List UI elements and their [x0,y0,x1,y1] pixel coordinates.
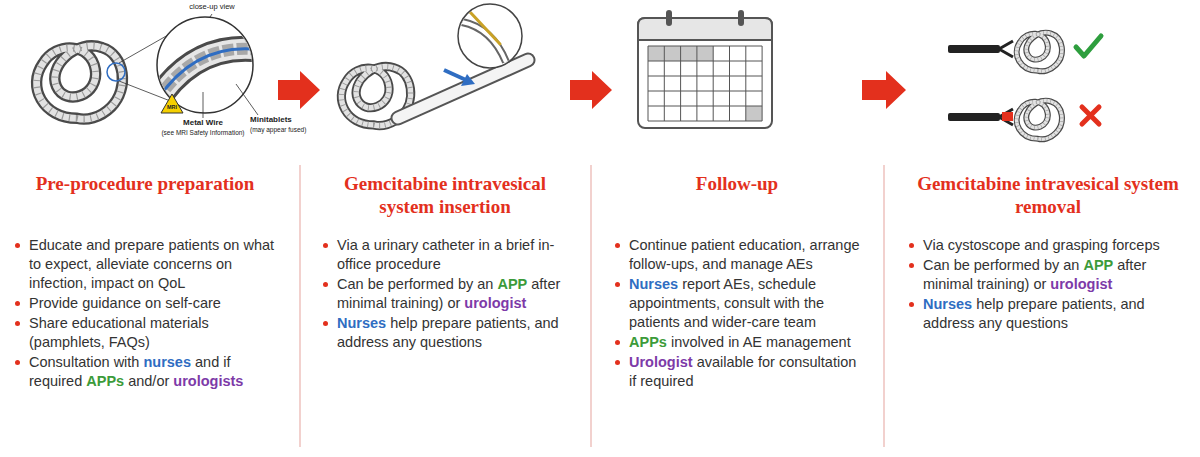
bullet-text: Provide guidance on self-care [29,295,221,311]
calendar-icon [638,10,772,128]
bullet-item: Can be performed by an APP after minimal… [906,256,1190,294]
process-step: Pre-procedure preparationEducate and pre… [12,8,278,392]
role-term: Nurses [337,315,386,331]
step-heading: Follow-up [612,172,862,222]
removal-illustration [948,33,1101,140]
column-separator [300,165,884,447]
role-term: APP [497,276,527,292]
process-step: Gemcitabine intravesical system removalV… [906,8,1190,334]
bullet-text: Consultation with [29,354,139,370]
bullet-item: Provide guidance on self-care [12,294,278,313]
insertion-illustration [341,4,528,126]
bullet-item: Consultation with nurses and if required… [12,353,278,391]
step-heading: Pre-procedure preparation [12,172,278,222]
bullet-item: Share educational materials (pamphlets, … [12,314,278,352]
bullet-item: Can be performed by an APP after minimal… [320,275,570,313]
role-term: urologist [464,295,526,311]
step-heading: Gemcitabine intravesical system insertio… [320,172,570,222]
bullet-text: Can be performed by an [923,257,1079,273]
step-heading: Gemcitabine intravesical system removal [906,172,1190,222]
bullet-text: Share educational materials (pamphlets, … [29,315,209,350]
bullet-text: and/or [128,373,169,389]
role-term: Nurses [923,296,972,312]
role-term: APPs [86,373,124,389]
illustration-label: Minitablets [250,116,292,125]
role-term: APPs [629,334,667,350]
bullet-item: Via cystoscope and grasping forceps [906,236,1190,255]
bullet-text: Continue patient education, arrange foll… [629,237,860,272]
illustration-label: close-up view [189,3,234,11]
role-term: APP [1083,257,1113,273]
role-term: nurses [143,354,191,370]
bullet-item: Nurses help prepare patients, and addres… [906,295,1190,333]
process-step: Gemcitabine intravesical system insertio… [320,8,570,353]
flow-arrow [862,71,906,109]
role-term: urologists [173,373,243,389]
illustration-label: MRI [167,104,177,110]
role-term: urologist [1050,276,1112,292]
process-step: Follow-upContinue patient education, arr… [612,8,862,392]
bullet-item: Via a urinary catheter in a brief in-off… [320,236,570,274]
flow-arrow [570,71,612,109]
role-term: Urologist [629,354,693,370]
bullet-text: Via cystoscope and grasping forceps [923,237,1160,253]
bullet-text: Educate and prepare patients on what to … [29,237,274,291]
device-closeup [37,14,262,119]
bullet-text: involved in AE management [671,334,851,350]
flow-arrow [278,71,320,109]
bullet-item: Educate and prepare patients on what to … [12,236,278,293]
bullet-item: Continue patient education, arrange foll… [612,236,862,274]
illustration-label: Metal Wire [183,119,223,128]
bullet-text: Can be performed by an [337,276,493,292]
bullet-item: Nurses help prepare patients, and addres… [320,314,570,352]
bullet-item: APPs involved in AE management [612,333,862,352]
role-term: Nurses [629,276,678,292]
bullet-item: Nurses report AEs, schedule appointments… [612,275,862,332]
bullet-item: Urologist available for consultation if … [612,353,862,391]
illustration-label: (may appear fused) [250,126,306,133]
illustration-label: (see MRI Safety Information) [161,129,244,136]
bullet-text: Via a urinary catheter in a brief in-off… [337,237,554,272]
